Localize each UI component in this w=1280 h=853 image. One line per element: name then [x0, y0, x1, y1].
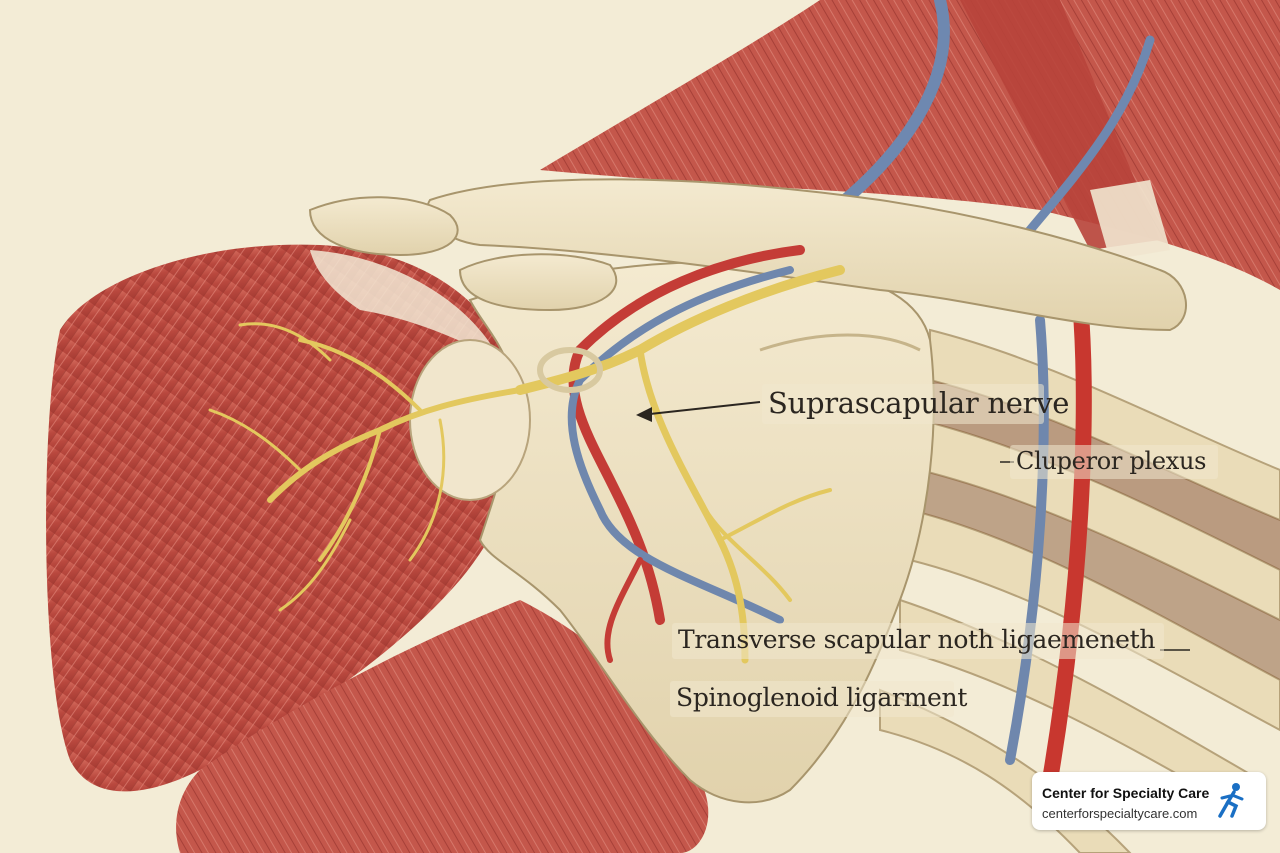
label-transverse-ligament: Transverse scapular noth ligaemeneth — [678, 625, 1156, 654]
badge-url: centerforspecialtycare.com — [1042, 806, 1198, 821]
suprascapular-nerve-drawing — [208, 265, 845, 664]
teres-muscle — [176, 600, 709, 853]
suprascapular-vein — [567, 266, 794, 624]
label-backdrop — [1010, 445, 1218, 479]
subclavian-artery — [1042, 292, 1092, 788]
label-backdrop — [762, 384, 1044, 424]
acromion-bone — [308, 196, 459, 257]
coracoid-process — [458, 253, 618, 312]
deltoid-muscle — [46, 244, 524, 792]
label-suprascapular-nerve: Suprascapular nerve — [768, 386, 1070, 420]
label-backdrop — [670, 681, 954, 717]
scapular-notch — [537, 347, 603, 393]
intercostal-space-2 — [910, 470, 1280, 680]
neck-tendon-band — [1090, 180, 1170, 260]
label-plexus: Cluperor plexus — [1016, 447, 1207, 475]
scapula-shadow — [759, 333, 921, 352]
clavicle-bone — [426, 178, 1187, 332]
watermark-badge: Center for Specialty Care centerforspeci… — [1032, 772, 1266, 830]
deltoid-tendon — [310, 250, 500, 360]
suprascapular-leader-line — [649, 401, 761, 415]
running-figure-logo-icon — [1218, 783, 1244, 818]
label-spinoglenoid-ligament: Spinoglenoid ligarment — [676, 683, 968, 712]
humeral-head — [409, 339, 531, 501]
subclavian-vein — [1005, 315, 1049, 765]
badge-title: Center for Specialty Care — [1042, 785, 1210, 801]
artery-branch — [604, 557, 643, 663]
label-backdrop — [672, 623, 1164, 659]
suprascapular-arrowhead — [636, 407, 652, 422]
